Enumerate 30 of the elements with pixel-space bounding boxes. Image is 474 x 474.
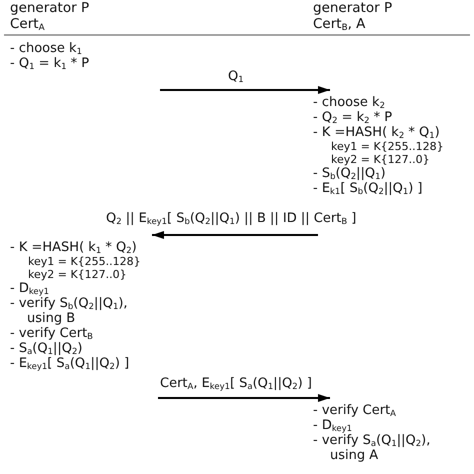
arrow [160, 86, 330, 94]
message-label: Q$_{1}$ [228, 69, 244, 84]
step-text: - S$_{b}$(Q$_{2}$||Q$_{1}$) [313, 166, 386, 181]
message-label: Cert$_{A}$, E$_{key1}$[ S$_{a}$(Q$_{1}$||Q$_{2}$) ] [160, 376, 312, 391]
step-text: - Q$_{2}$ = k$_{2}$ * P [313, 110, 392, 125]
step-text: - choose k$_{2}$ [313, 95, 385, 110]
step-text: - Q$_{1}$ = k$_{1}$ * P [10, 56, 90, 71]
step-text: - K =HASH( k$_{2}$ * Q$_{1}$) [313, 125, 440, 140]
column-heading: Cert$_{B}$, A [313, 16, 366, 32]
step-text: - S$_{a}$(Q$_{1}$||Q$_{2}$) [10, 341, 82, 356]
step-text: key1 = K{255..128} [331, 140, 444, 153]
column-heading: generator P [10, 0, 90, 16]
step-text: - D$_{key1}$ [313, 418, 352, 433]
step-text: - E$_{key1}$[ S$_{a}$(Q$_{1}$||Q$_{2}$) ] [10, 356, 130, 371]
step-text: key1 = K{255..128} [28, 255, 141, 268]
column-heading: generator P [313, 0, 392, 16]
step-text: - verify S$_{b}$(Q$_{2}$||Q$_{1}$), using B [10, 296, 128, 326]
step-text: - verify Cert$_{B}$ [10, 326, 93, 341]
step-text: key2 = K{127..0} [331, 153, 430, 166]
step-text: - verify S$_{a}$(Q$_{1}$||Q$_{2}$), using A [313, 433, 430, 463]
step-text: - E$_{k1}$[ S$_{b}$(Q$_{2}$||Q$_{1}$) ] [313, 181, 422, 196]
step-text: - choose k$_{1}$ [10, 41, 82, 56]
message-label: Q$_{2}$ || E$_{key1}$[ S$_{b}$(Q$_{2}$||Q$_{1}$) || B || ID || Cert$_{B}$ ] [106, 211, 356, 226]
step-text: key2 = K{127..0} [28, 268, 127, 281]
arrow [152, 231, 318, 239]
step-text: - verify Cert$_{A}$ [313, 403, 396, 418]
step-text: - K =HASH( k$_{1}$ * Q$_{2}$) [10, 240, 137, 255]
arrow [158, 394, 330, 402]
column-heading: Cert$_{A}$ [10, 16, 45, 32]
step-text: - D$_{key1}$ [10, 281, 49, 296]
